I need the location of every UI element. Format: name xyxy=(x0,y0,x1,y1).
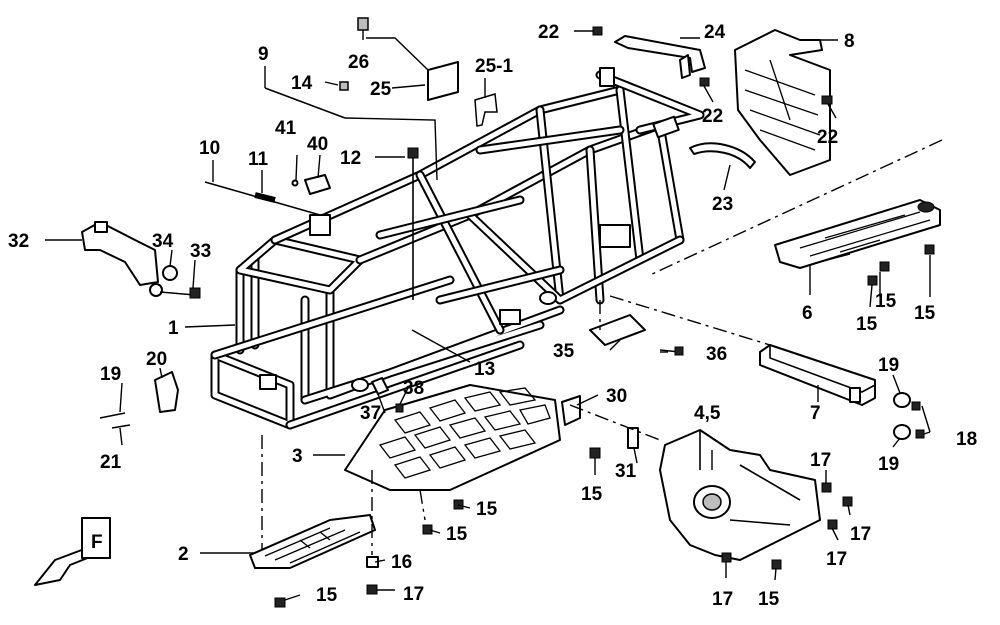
bracket-35 xyxy=(589,314,646,346)
label-17-b: 17 xyxy=(810,450,831,471)
label-15-d: 15 xyxy=(581,484,603,505)
bracket-20 xyxy=(154,371,179,413)
label-16: 16 xyxy=(391,552,412,573)
rack-bracket xyxy=(614,35,706,79)
label-18: 18 xyxy=(956,429,977,450)
rear-guard xyxy=(659,429,821,561)
label-14: 14 xyxy=(291,73,313,94)
label-3: 3 xyxy=(292,446,303,467)
label-25: 25 xyxy=(370,79,392,100)
strap xyxy=(689,142,756,169)
alignment-lines xyxy=(261,139,943,555)
label-17-e: 17 xyxy=(712,589,733,610)
label-22-b: 22 xyxy=(702,106,723,127)
callout-labels: 1 2 3 4,5 6 7 8 9 10 11 12 13 14 15 15 1… xyxy=(8,22,977,610)
label-21: 21 xyxy=(100,452,122,473)
label-6: 6 xyxy=(802,303,813,324)
label-1: 1 xyxy=(168,318,179,339)
label-15-g: 15 xyxy=(856,314,878,335)
main-frame xyxy=(210,67,705,430)
label-15-c: 15 xyxy=(316,585,338,606)
label-17-a: 17 xyxy=(403,584,424,605)
label-17-c: 17 xyxy=(850,524,871,545)
label-37: 37 xyxy=(360,403,381,424)
label-15-h: 15 xyxy=(914,303,936,324)
label-17-d: 17 xyxy=(826,549,847,570)
label-33: 33 xyxy=(190,241,211,262)
label-19-b: 19 xyxy=(878,454,899,475)
label-15-f: 15 xyxy=(875,291,897,312)
label-22-c: 22 xyxy=(817,127,838,148)
label-32: 32 xyxy=(8,231,29,252)
label-13: 13 xyxy=(474,359,495,380)
pad-25-1 xyxy=(474,93,498,127)
bracket-25 xyxy=(427,61,459,101)
label-19-c: 19 xyxy=(100,364,121,385)
rear-skid-plate xyxy=(774,199,941,269)
front-direction-marker: F xyxy=(34,517,111,586)
skid-plate xyxy=(344,384,561,491)
label-20: 20 xyxy=(146,349,167,370)
label-38: 38 xyxy=(403,378,424,399)
label-34: 34 xyxy=(152,231,174,252)
front-bracket xyxy=(81,221,159,286)
label-10: 10 xyxy=(199,138,220,159)
front-skid-plate xyxy=(249,514,376,569)
label-40: 40 xyxy=(307,134,328,155)
label-15-e: 15 xyxy=(758,589,780,610)
heat-shield xyxy=(734,29,831,176)
label-19-a: 19 xyxy=(878,355,899,376)
bracket-30 xyxy=(561,395,581,426)
label-22-a: 22 xyxy=(538,22,559,43)
label-31: 31 xyxy=(615,461,637,482)
label-4-5: 4,5 xyxy=(694,403,721,424)
label-25-1: 25-1 xyxy=(475,56,513,77)
label-24: 24 xyxy=(704,22,726,43)
leader-lines xyxy=(45,30,931,601)
label-2: 2 xyxy=(178,544,189,565)
label-8: 8 xyxy=(844,31,855,52)
label-30: 30 xyxy=(606,386,627,407)
label-15-b: 15 xyxy=(446,524,468,545)
label-7: 7 xyxy=(810,403,821,424)
pin-31 xyxy=(627,427,639,449)
label-11: 11 xyxy=(248,149,269,170)
label-12: 12 xyxy=(340,148,361,169)
label-9: 9 xyxy=(258,44,269,65)
label-23: 23 xyxy=(712,194,733,215)
label-26: 26 xyxy=(348,52,369,73)
front-marker-letter: F xyxy=(91,532,103,553)
label-36: 36 xyxy=(706,344,727,365)
label-35: 35 xyxy=(553,341,575,362)
label-41: 41 xyxy=(275,118,297,139)
label-15-a: 15 xyxy=(476,499,498,520)
